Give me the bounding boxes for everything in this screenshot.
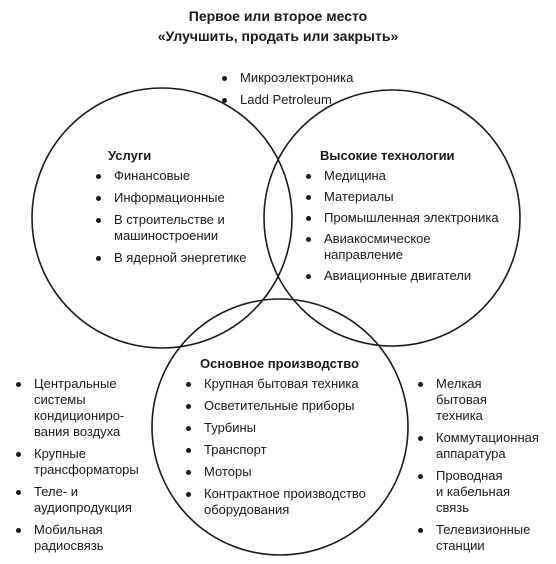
list-item: Мобильная радиосвязь: [16, 522, 151, 554]
list-item: Крупные трансформаторы: [16, 446, 151, 478]
list-item: Информационные: [96, 190, 286, 206]
list-item: Транспорт: [186, 442, 396, 458]
top-items-list: Микроэлектроника Ladd Petroleum: [222, 70, 353, 114]
left-items-list: Центральные системы кондициониро- вания …: [16, 376, 151, 560]
services-heading: Услуги: [108, 148, 152, 163]
bullet-icon: [16, 382, 21, 387]
core-production-circle: [151, 298, 409, 556]
list-item: Мелкая бытовая техника: [418, 376, 553, 424]
bullet-icon: [186, 492, 191, 497]
list-item: Теле- и аудиопродукция: [16, 484, 151, 516]
core-production-list: Крупная бытовая техника Осветительные пр…: [186, 376, 396, 524]
bullet-icon: [418, 382, 423, 387]
high-tech-circle: [263, 89, 521, 347]
high-tech-list: Медицина Материалы Промышленная электрон…: [306, 168, 516, 289]
high-tech-heading: Высокие технологии: [320, 148, 455, 163]
list-item: Телевизионные станции: [418, 522, 553, 554]
bullet-icon: [418, 528, 423, 533]
bullet-icon: [418, 436, 423, 441]
list-item: Финансовые: [96, 168, 286, 184]
list-item: Материалы: [306, 189, 516, 205]
bullet-icon: [306, 274, 311, 279]
list-item: Ladd Petroleum: [222, 92, 353, 108]
bullet-icon: [306, 237, 311, 242]
bullet-icon: [96, 196, 101, 201]
bullet-icon: [306, 195, 311, 200]
list-item: Проводная и кабельная связь: [418, 468, 553, 516]
bullet-icon: [186, 426, 191, 431]
bullet-icon: [96, 256, 101, 261]
list-item: Авиационные двигатели: [306, 268, 516, 284]
list-item: Моторы: [186, 464, 396, 480]
bullet-icon: [16, 528, 21, 533]
list-item: В строительстве и машиностроении: [96, 212, 286, 244]
list-item: Микроэлектроника: [222, 70, 353, 86]
list-item: Авиакосмическое направление: [306, 231, 516, 263]
list-item: Контрактное производство оборудования: [186, 486, 396, 518]
right-items-list: Мелкая бытовая техника Коммутационная ап…: [418, 376, 553, 560]
list-item: Центральные системы кондициониро- вания …: [16, 376, 151, 440]
list-item: Турбины: [186, 420, 396, 436]
bullet-icon: [306, 174, 311, 179]
bullet-icon: [418, 474, 423, 479]
bullet-icon: [96, 218, 101, 223]
diagram-title-line-1: Первое или второе место: [188, 8, 368, 24]
bullet-icon: [222, 76, 227, 81]
bullet-icon: [186, 404, 191, 409]
list-item: Крупная бытовая техника: [186, 376, 396, 392]
bullet-icon: [16, 452, 21, 457]
bullet-icon: [16, 490, 21, 495]
list-item: Промышленная электроника: [306, 210, 516, 226]
bullet-icon: [222, 98, 227, 103]
bullet-icon: [186, 382, 191, 387]
bullet-icon: [96, 174, 101, 179]
services-circle: [31, 87, 293, 349]
list-item: Осветительные приборы: [186, 398, 396, 414]
core-production-heading: Основное производство: [200, 356, 359, 371]
list-item: Медицина: [306, 168, 516, 184]
bullet-icon: [306, 216, 311, 221]
bullet-icon: [186, 470, 191, 475]
services-list: Финансовые Информационные В строительств…: [96, 168, 286, 272]
list-item: Коммутационная аппаратура: [418, 430, 553, 462]
bullet-icon: [186, 448, 191, 453]
diagram-title-line-2: «Улучшить, продать или закрыть»: [157, 28, 399, 44]
list-item: В ядерной энергетике: [96, 250, 286, 266]
